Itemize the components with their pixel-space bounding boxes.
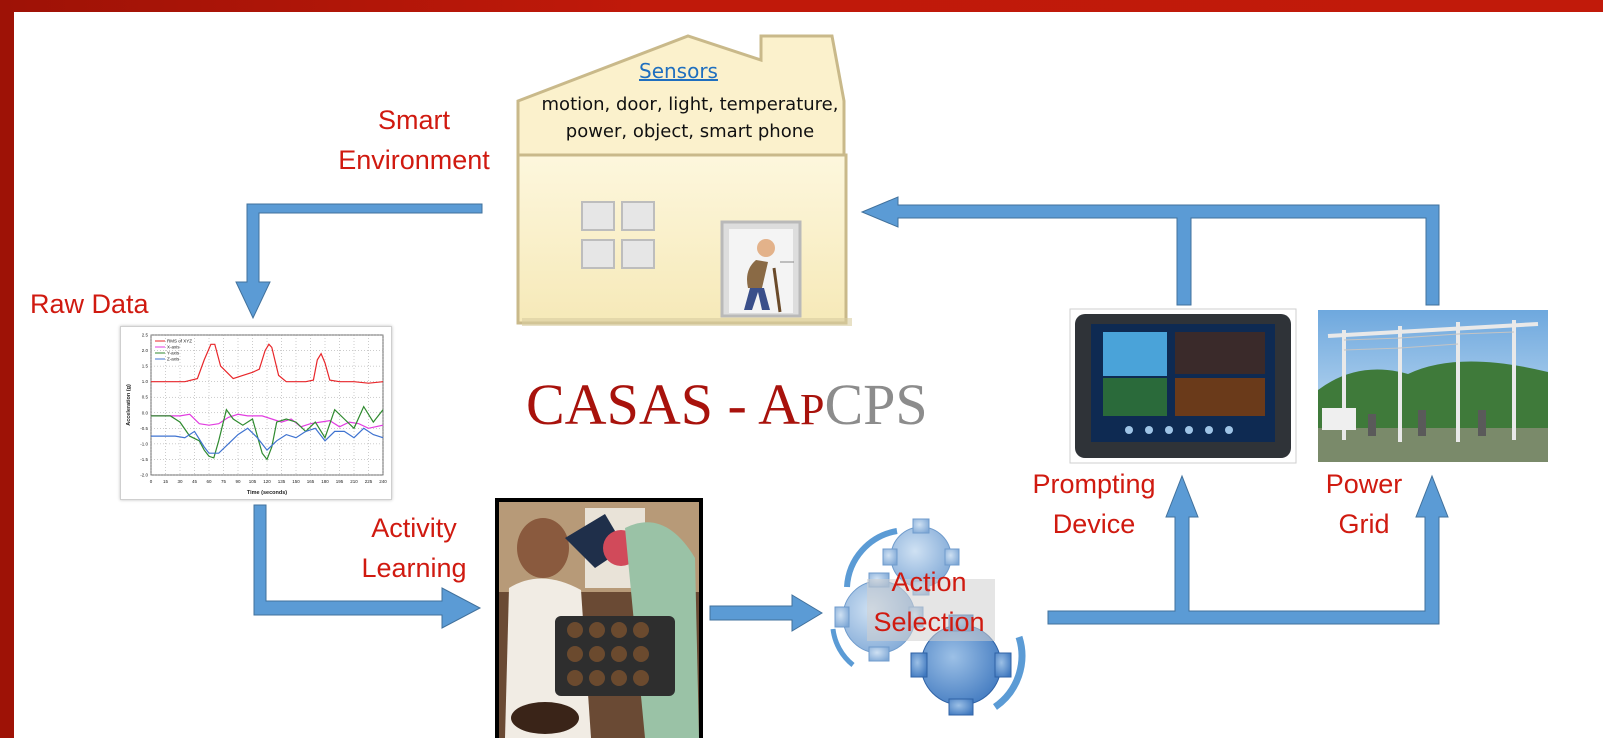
arrow-activity-to-action [709,594,823,632]
arrow-house-to-rawdata [235,203,483,320]
activity-learning-photo [495,498,703,738]
label-selection: Selection [873,607,985,637]
chart-x-tick-label: 135 [278,479,286,484]
chart-x-tick-label: 240 [379,479,387,484]
raw-data-chart: 0 15 30 45 60 75 90 105 120 135 150 165 180 195 210 225… [120,326,392,500]
gears-icon [830,518,1026,716]
chart-y-tick-label: -0.5 [140,426,148,431]
label-power-grid: Power Grid [1304,464,1424,544]
elderly-person-icon [744,239,794,313]
label-smart: Smart [377,105,450,135]
chart-x-tick-label: 30 [177,479,183,484]
chart-x-tick-label: 120 [263,479,271,484]
label-learning: Learning [361,553,467,583]
chart-y-tick-label: 2.0 [142,348,149,353]
label-prompting-device: Prompting Device [1014,464,1174,544]
smart-home-illustration [516,34,852,326]
chart-legend-label: Z-axis [167,357,180,362]
arrow-action-bus [1047,474,1449,625]
chart-legend-label: Y-axis [167,351,180,356]
chart-x-tick-label: 90 [235,479,241,484]
chart-x-tick-label: 15 [163,479,169,484]
chart-y-tick-label: -1.5 [140,457,148,462]
chart-x-tick-label: 225 [365,479,373,484]
label-activity-learning: Activity Learning [344,508,484,588]
sensors-list-line1: motion, door, light, temperature, [541,94,839,115]
flow-arrows [235,196,1449,632]
label-power: Power [1325,469,1403,499]
label-action: Action [891,567,967,597]
chart-x-tick-label: 60 [206,479,212,484]
chart-y-tick-label: 1.0 [142,379,149,384]
label-device: Device [1052,509,1136,539]
chart-y-tick-label: -2.0 [140,473,148,478]
chart-y-tick-label: 0.5 [142,395,149,400]
chart-x-tick-label: 165 [307,479,315,484]
chart-x-tick-label: 105 [249,479,257,484]
chart-series-line [151,427,384,454]
chart-x-axis-label: Time (seconds) [247,490,287,496]
diagram-title: CASAS - APCPS [526,370,928,445]
label-environment: Environment [338,145,490,175]
arrow-rawdata-to-activity [253,504,482,629]
label-prompting: Prompting [1032,469,1156,499]
label-grid: Grid [1338,509,1390,539]
sensors-heading[interactable]: Sensors [639,59,718,83]
label-raw-data: Raw Data [30,289,149,319]
chart-series-line [151,413,384,429]
arrow-devices-to-house [860,196,1440,306]
raw-data-chart-svg: 0 15 30 45 60 75 90 105 120 135 150 165 180 195 210 225… [126,333,387,497]
tablet-icon [1069,308,1297,464]
chart-y-tick-label: 1.5 [142,364,149,369]
chart-x-tick-label: 0 [150,479,153,484]
chart-series-line [151,405,384,461]
power-grid-icon [1318,310,1548,462]
title-part2: P [799,385,825,434]
chart-y-tick-label: 0.0 [142,410,149,415]
chart-x-tick-label: 45 [192,479,198,484]
chart-x-tick-label: 180 [321,479,329,484]
title-part1: CASAS - A [526,372,800,437]
chart-y-tick-label: 2.5 [142,333,149,338]
slide-canvas: Sensors motion, door, light, temperature… [14,12,1603,738]
chart-x-tick-label: 195 [336,479,344,484]
chart-legend-label: RMS of XYZ [167,339,192,344]
title-part3: CPS [824,372,928,437]
chart-legend-label: X-axis [167,345,180,350]
label-smart-environment: Smart Environment [324,100,504,180]
chart-y-axis-label: Acceleration (g) [126,384,132,426]
label-activity: Activity [371,513,457,543]
chart-x-tick-label: 210 [350,479,358,484]
chart-x-tick-label: 75 [221,479,227,484]
chart-series-line [151,343,384,384]
chart-x-tick-label: 150 [292,479,300,484]
chart-y-tick-label: -1.0 [140,441,148,446]
label-action-selection: Action Selection [859,562,999,642]
sensors-list-line2: power, object, smart phone [565,121,815,142]
